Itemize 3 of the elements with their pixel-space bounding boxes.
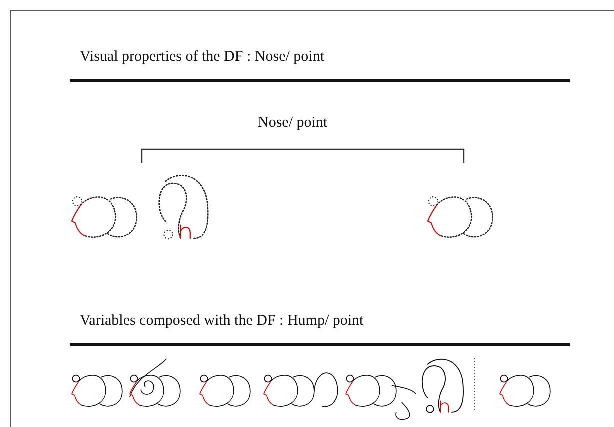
section-heading: Visual properties of the DF : Nose/ point xyxy=(80,49,324,66)
section-heading: Variables composed with the DF : Hump/ point xyxy=(80,313,364,330)
bracket-label: Nose/ point xyxy=(258,115,328,132)
